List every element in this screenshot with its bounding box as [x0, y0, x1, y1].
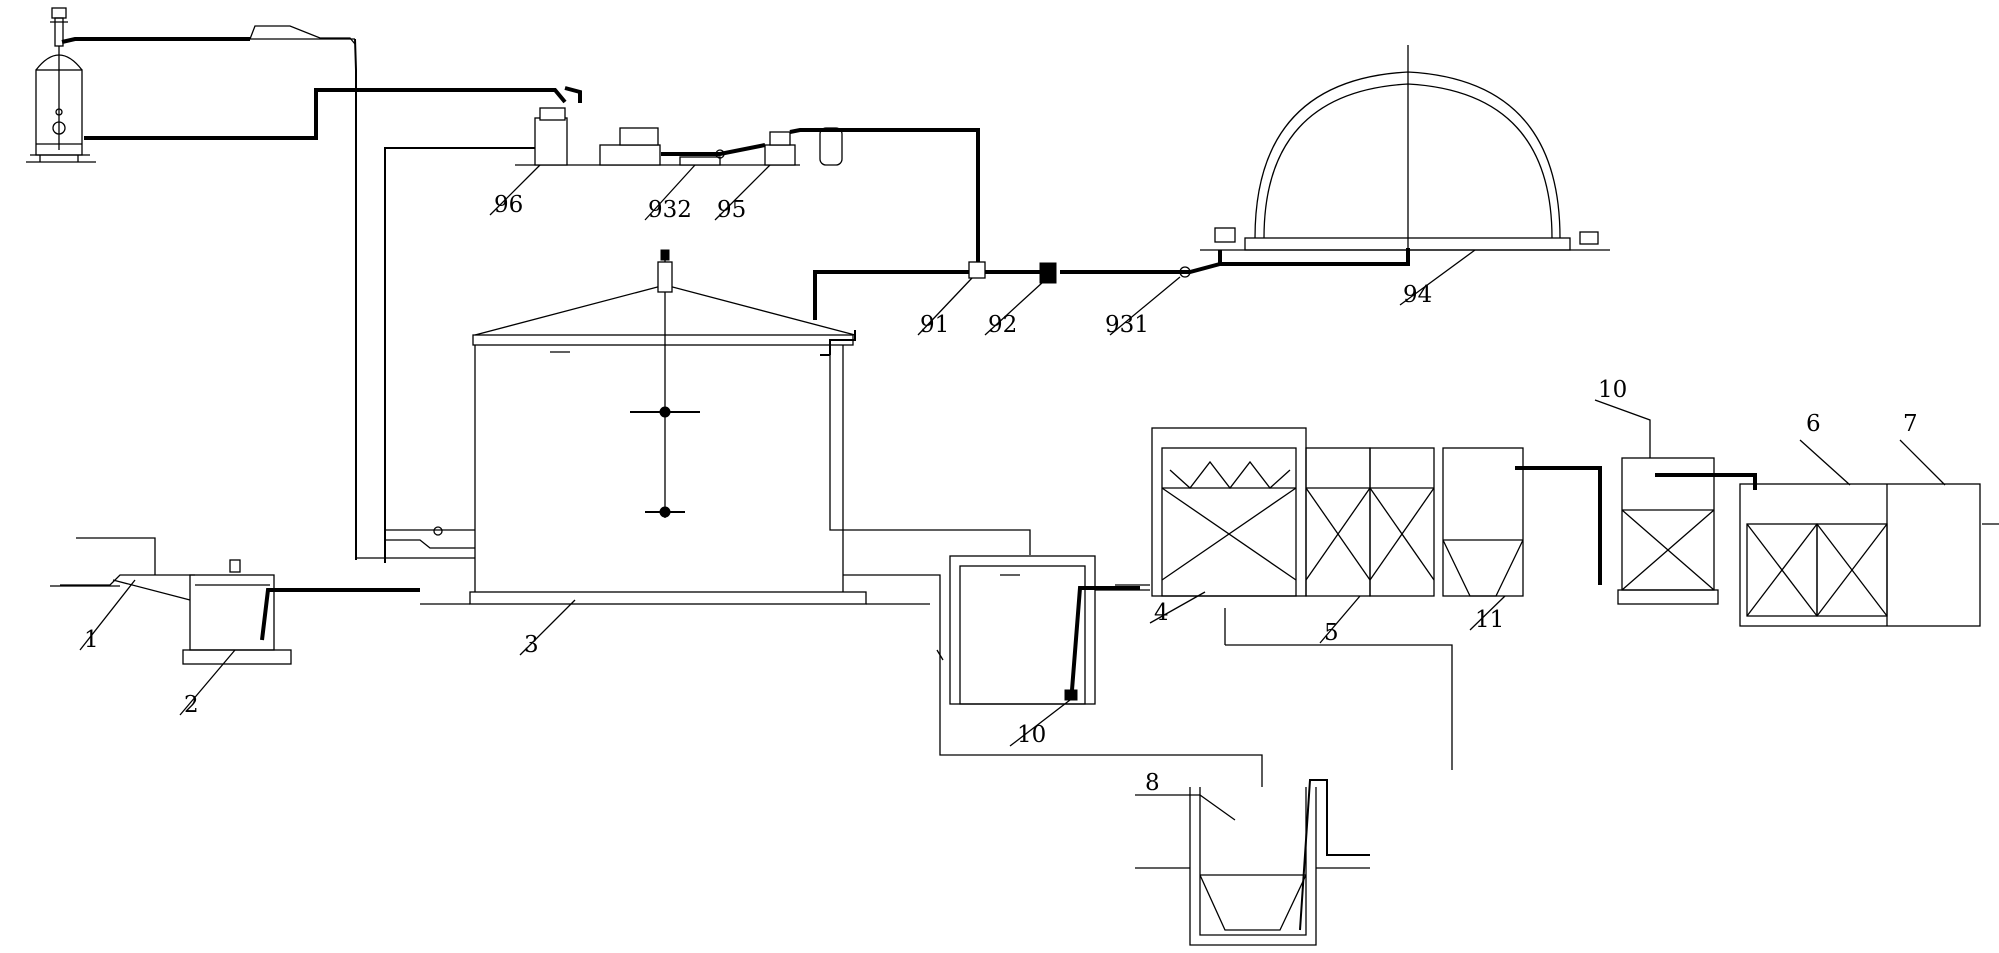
label-6: 6: [1806, 411, 1821, 437]
label-8: 8: [1145, 770, 1160, 796]
label-95: 95: [717, 197, 746, 223]
label-91: 91: [920, 312, 949, 338]
label-931: 931: [1105, 312, 1149, 338]
label-4: 4: [1154, 600, 1169, 626]
overflow-line: [829, 355, 1263, 770]
intermediate-tank-10-middle: [949, 555, 1140, 705]
label-932: 932: [648, 197, 692, 223]
label-92: 92: [988, 312, 1017, 338]
label-11: 11: [1475, 607, 1504, 633]
digester-tank-3: [469, 249, 867, 605]
gas-holder-94: [1200, 45, 1610, 251]
label-94: 94: [1403, 282, 1432, 308]
label-10-right: 10: [1598, 377, 1627, 403]
tanks-6-7: [1739, 483, 1999, 627]
ground-lines: [50, 585, 1150, 605]
biogas-main-line: [813, 248, 1410, 320]
pump-tank-2: [182, 559, 420, 665]
label-10-middle: 10: [1017, 722, 1046, 748]
label-96: 96: [494, 192, 523, 218]
tank-10-right: [1617, 457, 1757, 605]
gas-scrubber-tower: [26, 7, 96, 163]
label-7: 7: [1903, 411, 1918, 437]
gas-pipeline-top: [61, 25, 582, 563]
inlet-channel-1: [60, 537, 195, 601]
sludge-tank-8: [1135, 770, 1370, 946]
label-1: 1: [84, 627, 99, 653]
leader-lines: [79, 164, 1946, 821]
digester-inlet-pipes: [356, 526, 475, 559]
label-3: 3: [524, 632, 539, 658]
label-5: 5: [1324, 620, 1339, 646]
top-equipment-row: [515, 107, 980, 264]
label-2: 2: [184, 692, 199, 718]
treatment-block: [1115, 427, 1602, 770]
